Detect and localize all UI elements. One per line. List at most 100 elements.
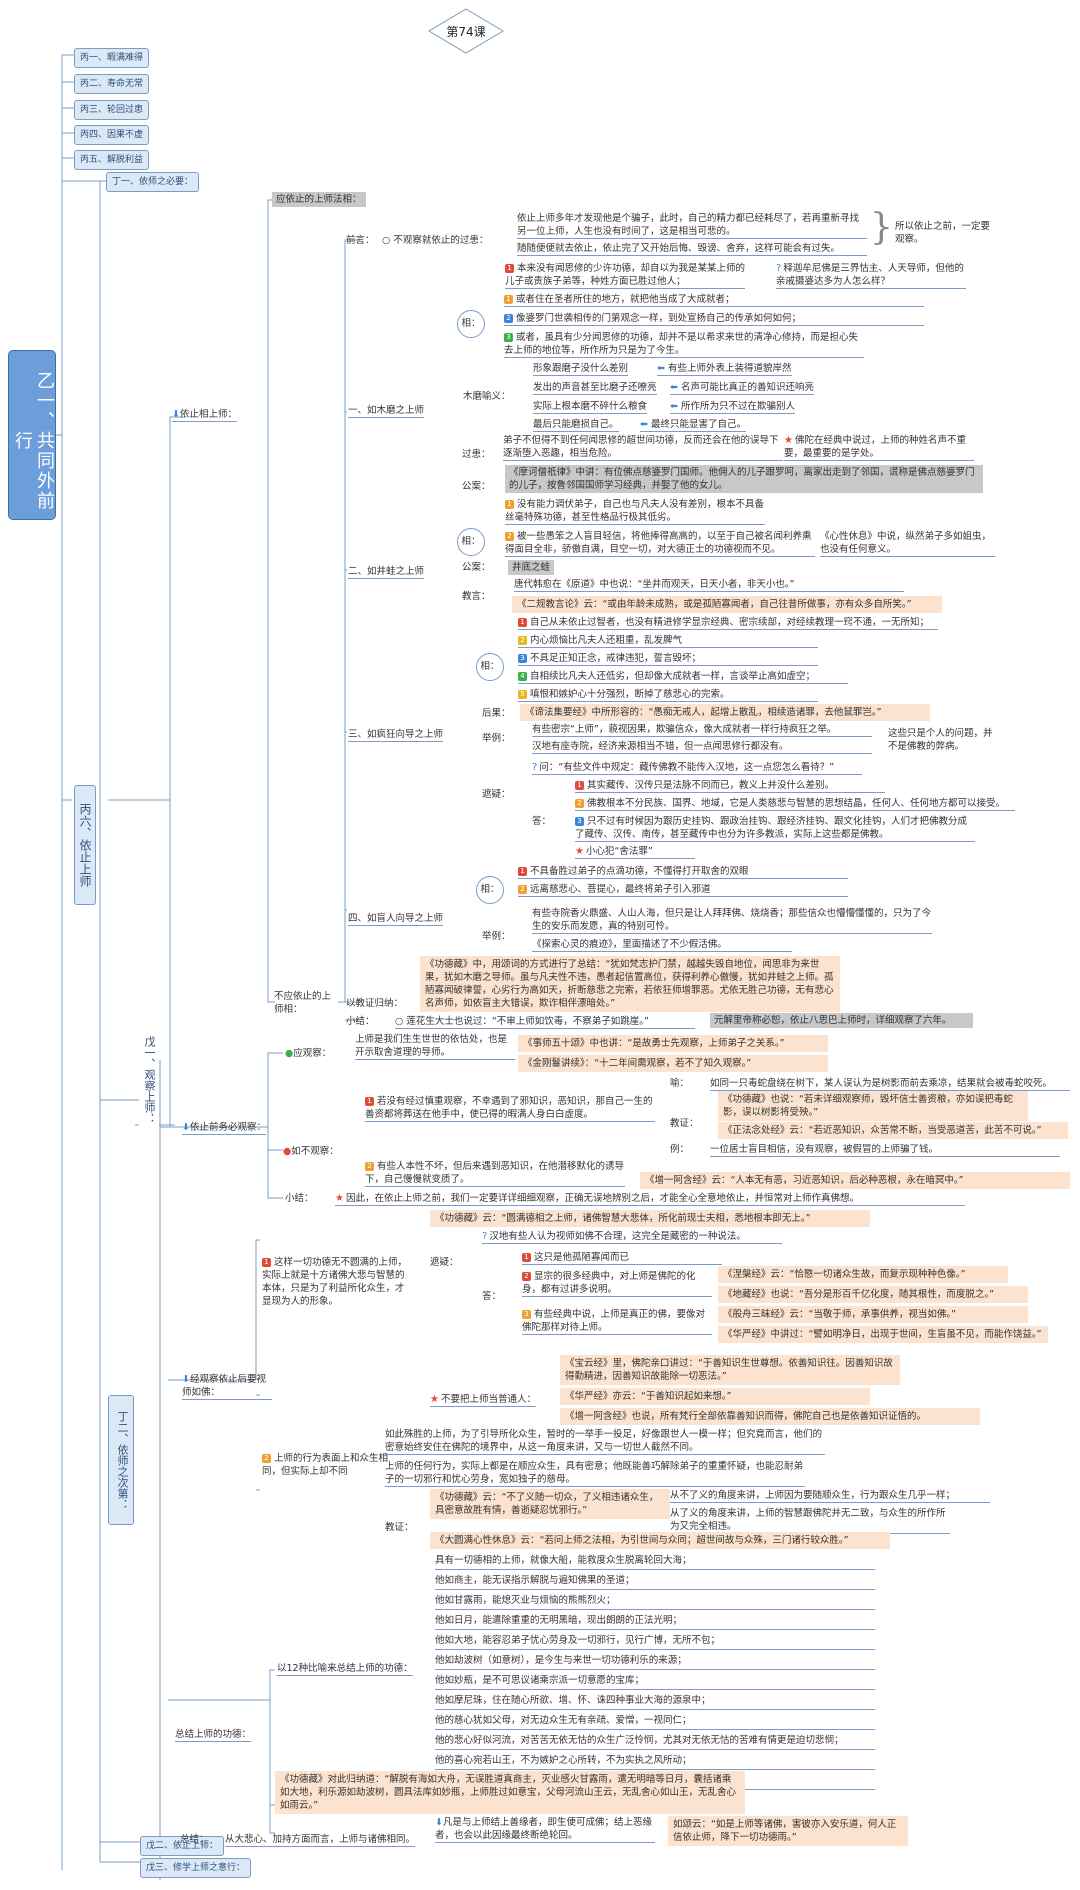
xj2: 元解里帝称必恕，依止八思巴上师时，详细观察了六年。 <box>710 1013 973 1028</box>
ga1: 《摩诃僧祇律》中讲：有位佛点慈婆罗门国师。他佣人的儿子跟罗呵，离家出走到了邻国，… <box>505 465 983 493</box>
sec3-title: ⬇经观察依止后要视师如佛： <box>182 1373 272 1400</box>
o3: 《增一阿含经》也说，所有梵行全部依靠善知识而得，佛陀自己也是依善知识证悟的。 <box>560 1408 980 1425</box>
merit-list-item: 他如劫波树（如意树），是今生与来世一切功德利乐的来源； <box>435 1652 875 1670</box>
jy1: 唐代韩愈在《原道》中也说：“坐井而观天，日天小者，非天小也。” <box>514 578 904 592</box>
node-b6[interactable]: 丙六、依止上师 <box>74 785 96 905</box>
xj3: ★因此，在依止上师之前，我们一定要详详细细观察，正确无误地辨别之后，才能全心全意… <box>335 1192 965 1206</box>
c1: 《功德藏》云：“圆满德相之上师，诸佛智慧大悲体，所化前现士夫相，悉地根本即无上。… <box>430 1210 870 1227</box>
xiang-circle-3: 相： <box>476 653 504 681</box>
o1: 《宝云经》里，佛陀亲口讲过：“于善知识生世尊想。依善知识往。因善知识故得勤精进，… <box>560 1355 900 1385</box>
jz3-label: 教证： <box>385 1522 414 1533</box>
m1a: 形象跟磨子没什么差别 <box>533 363 629 376</box>
hg1: 《谛法集要经》中所形容的：“愚痴无戒人，起增上散乱，相续造诸罪，去他鼠罪岂。” <box>520 704 930 721</box>
node-d2[interactable]: 丁二、依师之次第： <box>108 1395 134 1525</box>
x4-title: 四、如盲人向导之上师 <box>348 913 444 926</box>
x1-title: 一、如木磨之上师 <box>348 405 425 418</box>
merit-list: 具有一切德相的上师，就像大船，能救度众生脱离轮回大海；他如商主，能无误指示解脱与… <box>435 1552 875 1792</box>
juli-label: 举例： <box>482 733 511 744</box>
z2: ⬇凡是与上师结上善缘者，即生便可成佛；结上恶缘者，也会以此因缘最终断绝轮回。 <box>435 1816 655 1843</box>
node-b2[interactable]: 丙二、寿命无常 <box>74 74 150 94</box>
gh1: 弟子不但得不到任何闻思修的超世间功德，反而还会在他的误导下逐渐堕入恶趣，相当危险… <box>503 434 783 461</box>
node-w1[interactable]: 戊一、观察上师： <box>139 1025 159 1135</box>
node-b1[interactable]: 丙一、暇满难得 <box>74 48 150 68</box>
node-w2[interactable]: 戊二、依止上师： <box>140 1836 225 1856</box>
p2: 随随便便就去依止，依止完了又开始后悔、毁谤、舍弃，这样可能会有过失。 <box>517 242 867 256</box>
zy-q: ?问：“有些文件中规定：藏传佛教不能传入汉地，这一点您怎么看待？” <box>532 761 862 775</box>
merit-list-item: 他如甘露雨，能熄灭业与烦恼的熊熊烈火； <box>435 1592 875 1610</box>
yingguan-label: ●应观察： <box>285 1048 332 1059</box>
yg2: 《事师五十颂》中也讲：“是故勇士先观察，上师弟子之关系。” <box>518 1035 828 1052</box>
sec1-title: ⬇依止相上师： <box>172 409 237 422</box>
sec1-gray-header: 应依止的上师法相： <box>272 192 366 207</box>
a2a: 《涅槃经》云：“恰愍一切诸众生故，而复示现种种色像。” <box>718 1266 1008 1283</box>
xiaojie-label: 小结： <box>346 1016 375 1027</box>
yijiao-label: 以教证归纳： <box>346 998 404 1009</box>
c5: 《功德藏》对此归纳道：“解脱有海如大舟，无误胜道真商主，灭业感火甘露雨，遣无明暗… <box>275 1771 745 1814</box>
s1: 以12种比喻来总结上师的功德： <box>277 1663 413 1676</box>
a3b: 《华严经》中讲过：“譬如明净日，出现于世间，生盲虽不见，而能作饶益。” <box>718 1326 1048 1343</box>
yg1: 上师是我们生生世世的依怙处，也是开示取舍道理的导师。 <box>355 1033 515 1060</box>
merit-list-item: 他如摩尼珠，住在随心所欲、增、怀、诛四种事业大海的源泉中； <box>435 1692 875 1710</box>
yu-label: 喻： <box>670 1078 690 1089</box>
jl4: 有些寺院香火鼎盛、人山人海，但只是让人拜拜佛、烧烧香；那些信众也懵懵懂懂的，只为… <box>532 908 932 934</box>
lesson-title: 第74课 <box>446 25 486 39</box>
jz2: 《正法念处经》云：“若近恶知识，众苦常不断，当受恶道苦，此苦不可说。” <box>718 1122 1068 1139</box>
sec2-title: ⬇依止前务必观察： <box>182 1122 266 1135</box>
node-w3[interactable]: 戊三、修学上师之意行： <box>140 1858 252 1878</box>
c3: 《功德藏》云：“不了义随一切众，了义相违诸众生，具密意故胜有情，善逝疑忍忧邪行。… <box>430 1489 670 1519</box>
zheyi2-label: 遮疑： <box>430 1257 459 1268</box>
ordinary-label: ★不要把上师当普通人： <box>430 1394 536 1407</box>
root-node[interactable]: 乙一、共同外前行 <box>8 350 56 520</box>
node-b5[interactable]: 丙五、解脱利益 <box>74 150 150 170</box>
bu3: 《增一阿含经》云：“人本无有恶，习近恶知识，后必种恶根，永在暗冥中。” <box>640 1172 1070 1189</box>
xj1: ○ 莲花生大士也说过：“不审上师如饮毒，不察弟子如跳崖。” <box>395 1015 695 1029</box>
juli-label-2: 举例： <box>482 931 511 942</box>
merit-list-item: 他如日月，能遣除重重的无明黑暗，现出朗朗的正法光明； <box>435 1612 875 1630</box>
h2a: 如此殊胜的上师，为了引导所化众生，暂时的一举手一投足，好像跟世人一模一样；但究竟… <box>385 1428 825 1455</box>
merit-list-item: 他的悲心好似河流，对苦苦无依无怙的众生广泛怜悯，尤其对无依无怙的苦难有情更是迫切… <box>435 1732 875 1750</box>
q2: ?汉地有些人认为视师如佛不合理，这完全是藏密的一种说法。 <box>482 1230 782 1244</box>
houguo-label: 后果： <box>482 708 511 719</box>
c4: 《大圆满心性休息》云：“若问上师之法相，为引世间与众同；超世间故与众殊，三门诸行… <box>430 1532 890 1549</box>
merit-list-item: 他如商主，能无误指示解脱与遍知佛果的圣道； <box>435 1572 875 1590</box>
qianyan-label: 前言： <box>346 235 375 246</box>
zongjie-label: 总结： <box>180 1834 209 1845</box>
m3a: 实际上根本磨不碎什么粮食 <box>533 401 648 414</box>
node-b3[interactable]: 丙三、轮回过患 <box>74 100 150 120</box>
z3: 如颂云：“如是上师等诸佛，害彼亦入安乐道，何人正信依止师，降下一切功德雨。” <box>668 1816 908 1846</box>
node-d1[interactable]: 丁一、依师之必要： <box>106 172 200 192</box>
li1: 一位居士盲目相信，没有观察，被假冒的上师骗了钱。 <box>710 1143 1060 1157</box>
yu1: 如同一只毒蛇盘绕在树下，某人误认为是树影而前去乘凉，结果就会被毒蛇咬死。 <box>710 1077 1070 1091</box>
merit-list-item: 他如大地，能容忍弟子忧心劳身及一切邪行，见行广博，无所不包； <box>435 1632 875 1650</box>
merit-list-item: 他如妙瓶，是不可思议诸乘宗派一切意愿的宝库； <box>435 1672 875 1690</box>
z1: 从大悲心、加持方面而言，上师与诸佛相同。 <box>225 1834 416 1847</box>
x2c: 《心性休息》中说，纵然弟子多如姐虫，也没有任何意义。 <box>820 530 995 557</box>
yj1: 《功德藏》中，用颂词的方式进行了总结：“犹如梵志护门禁，越越失毁自地位，闻思非为… <box>420 956 840 1012</box>
node-b4[interactable]: 丙四、因果不虚 <box>74 125 150 145</box>
guohuan-label: 过患： <box>462 449 491 460</box>
gongan-label-2: 公案： <box>462 562 491 573</box>
p5: ?释迦牟尼佛是三界怙主、人天导师，但他的亲戚摄婆达多为人怎么样？ <box>776 262 966 289</box>
h2b: 上师的任何行为，实际上都是在顺应众生，具有密意；他既能善巧解除弟子的重重怀疑，也… <box>385 1461 805 1487</box>
m4a: 最后只能磨损自己。 <box>533 419 619 432</box>
gh2: ★佛陀在经典中说过，上师的种姓名声不重要，最重要的是学处。 <box>784 434 974 461</box>
bu-label: ●如不观察： <box>283 1146 339 1157</box>
ga2: 井底之蛙 <box>508 560 555 575</box>
c3b: 从了义的角度来讲，上师的智慧跟佛陀并无二致，与众生的所作所为又完全相违。 <box>670 1507 950 1534</box>
jl2: 汉地有座寺院，经济来源相当不错，但一点闻思修行都没有。 <box>532 740 872 754</box>
jl1: 有些密宗“上师”，藐视因果，欺骗信众，像大成就者一样行持疯狂之举。 <box>532 723 872 737</box>
